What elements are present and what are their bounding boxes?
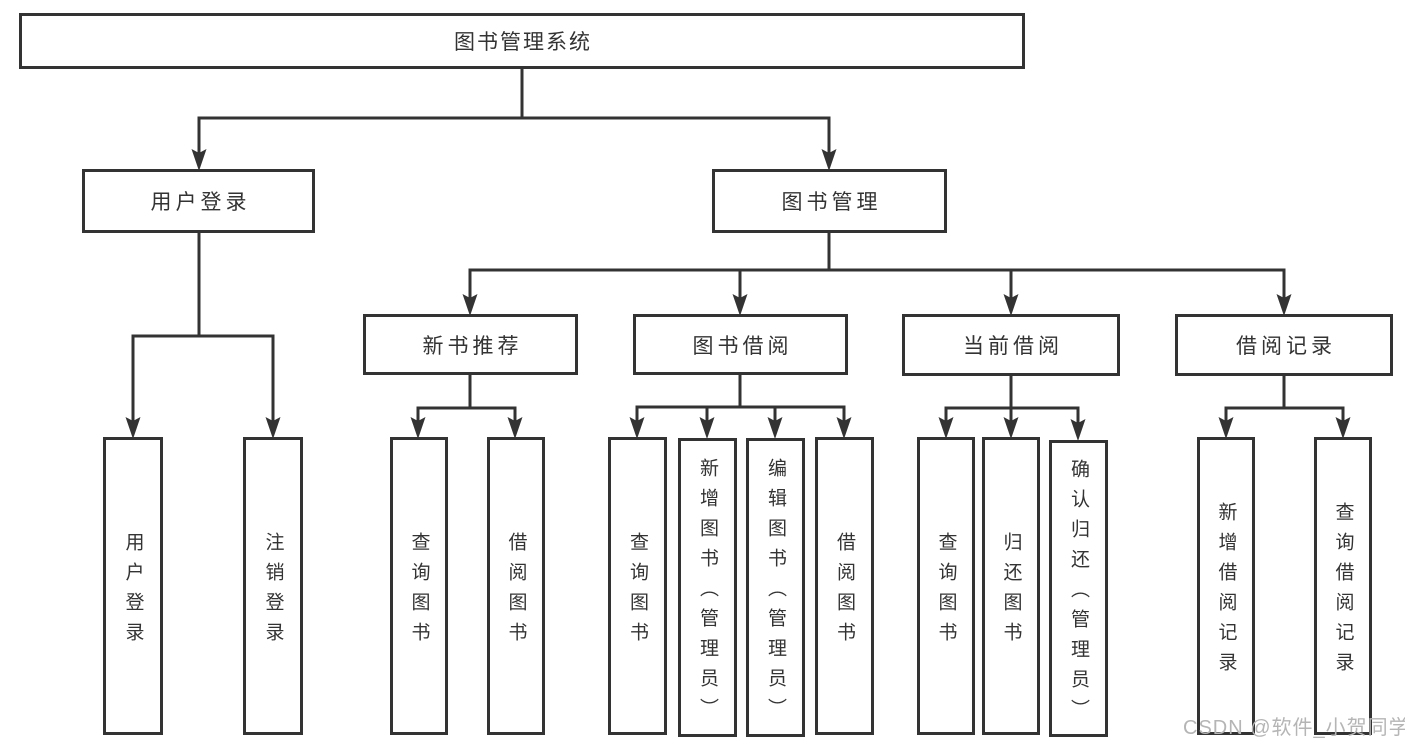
arrowhead-icon	[836, 417, 852, 439]
node-label: 借阅记录	[1236, 335, 1336, 358]
node-label: 编辑图书（管理员）	[765, 458, 786, 728]
leaf-borrow-borrow-books: 借阅图书	[815, 437, 874, 735]
leaf-user-login: 用户登录	[103, 437, 163, 735]
node-label: 查询图书	[627, 531, 648, 652]
leaf-records-add-record: 新增借阅记录	[1197, 437, 1255, 735]
arrowhead-icon	[410, 417, 426, 439]
node-label: 确认归还（管理员）	[1068, 459, 1089, 729]
node-label: 当前借阅	[963, 335, 1063, 358]
leaf-recommend-borrow-books: 借阅图书	[487, 437, 545, 735]
arrowhead-icon	[629, 417, 645, 439]
node-label: 图书管理	[781, 191, 882, 214]
arrowhead-icon	[507, 417, 523, 439]
node-user-login: 用户登录	[82, 169, 315, 233]
leaf-current-query-books: 查询图书	[917, 437, 975, 735]
node-label: 新增借阅记录	[1215, 501, 1237, 682]
arrowhead-icon	[125, 417, 141, 439]
node-new-book-recommend: 新书推荐	[363, 314, 578, 375]
arrowhead-icon	[1276, 294, 1292, 316]
node-label: 新书推荐	[422, 334, 523, 358]
node-label: 查询图书	[408, 531, 430, 652]
arrowhead-icon	[821, 149, 837, 171]
node-label: 注销登录	[262, 531, 284, 652]
arrowhead-icon	[699, 417, 715, 439]
node-label: 新增图书（管理员）	[697, 458, 718, 728]
node-label: 图书借阅	[692, 334, 793, 358]
node-label: 图书管理系统	[454, 31, 592, 54]
leaf-borrow-add-books-admin: 新增图书（管理员）	[678, 438, 737, 737]
arrowhead-icon	[732, 294, 748, 316]
watermark: CSDN @软件_小贺同学	[1183, 717, 1405, 739]
leaf-logout: 注销登录	[243, 437, 303, 735]
node-label: 用户登录	[150, 191, 251, 214]
leaf-recommend-query-books: 查询图书	[390, 437, 448, 735]
connector-records-to-leaves	[1218, 374, 1351, 439]
node-label: 归还图书	[1000, 531, 1022, 652]
node-borrow-records: 借阅记录	[1175, 314, 1393, 376]
connector-book-management-to-level3	[462, 231, 1292, 316]
arrowhead-icon	[1335, 417, 1351, 439]
node-book-management: 图书管理	[712, 169, 947, 233]
arrowhead-icon	[1003, 294, 1019, 316]
node-current-borrow: 当前借阅	[902, 314, 1120, 376]
leaf-borrow-query-books: 查询图书	[608, 437, 667, 735]
connector-borrow-to-leaves	[629, 373, 852, 439]
node-root: 图书管理系统	[19, 13, 1025, 69]
leaf-borrow-edit-books-admin: 编辑图书（管理员）	[746, 438, 805, 737]
arrowhead-icon	[1070, 419, 1086, 441]
arrowhead-icon	[938, 417, 954, 439]
leaf-records-query-record: 查询借阅记录	[1314, 437, 1372, 735]
arrowhead-icon	[462, 294, 478, 316]
node-label: 查询图书	[935, 531, 957, 652]
arrowhead-icon	[191, 149, 207, 171]
connector-user-login-to-leaves	[125, 231, 281, 439]
arrowhead-icon	[1218, 417, 1234, 439]
node-label: 查询借阅记录	[1332, 501, 1354, 682]
node-label: 借阅图书	[505, 531, 527, 652]
arrowhead-icon	[1003, 417, 1019, 439]
leaf-current-confirm-return-admin: 确认归还（管理员）	[1049, 440, 1108, 737]
connector-recommend-to-leaves	[410, 373, 523, 439]
node-book-borrow: 图书借阅	[633, 314, 848, 375]
connector-current-to-leaves	[938, 374, 1086, 441]
arrowhead-icon	[265, 417, 281, 439]
leaf-current-return-books: 归还图书	[982, 437, 1040, 735]
connector-root-to-level2	[191, 67, 837, 171]
arrowhead-icon	[767, 417, 783, 439]
node-label: 用户登录	[122, 531, 144, 652]
node-label: 借阅图书	[834, 531, 855, 652]
